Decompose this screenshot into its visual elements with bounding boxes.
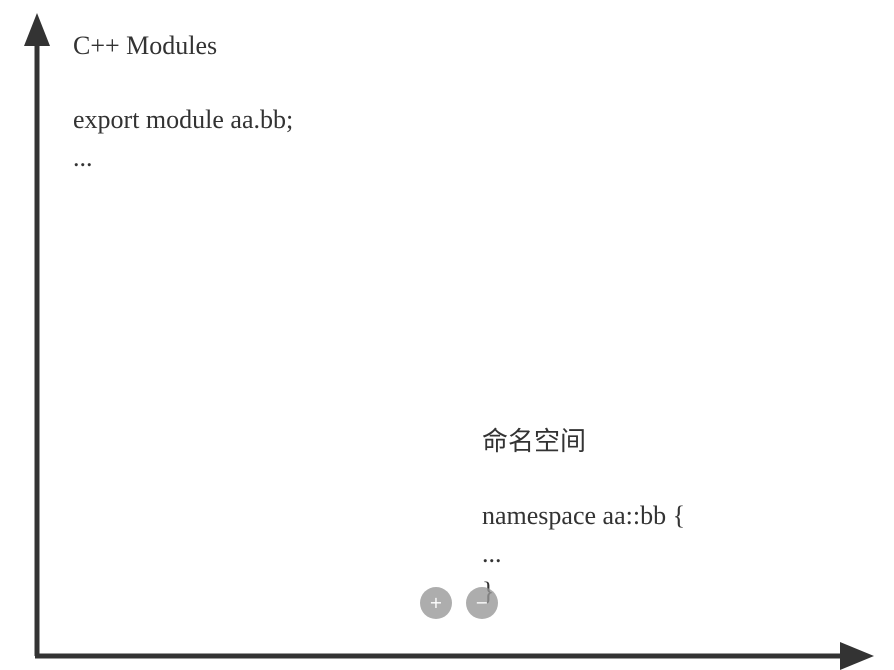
cpp-modules-ellipsis: ... bbox=[73, 143, 93, 172]
zoom-controls: + − bbox=[420, 587, 498, 619]
zoom-out-button[interactable]: − bbox=[466, 587, 498, 619]
cpp-modules-title: C++ Modules bbox=[73, 31, 218, 60]
namespace-title: 命名空间 bbox=[482, 427, 587, 456]
namespace-ellipsis: ... bbox=[482, 539, 502, 568]
y-axis-arrowhead bbox=[24, 13, 50, 46]
zoom-in-button[interactable]: + bbox=[420, 587, 452, 619]
spacer bbox=[482, 461, 685, 497]
cpp-modules-block: C++ Modules export module aa.bb; ... bbox=[73, 27, 293, 177]
x-axis-arrowhead bbox=[840, 642, 874, 670]
namespace-closing-brace: } bbox=[482, 573, 685, 611]
cpp-modules-code-line: export module aa.bb; bbox=[73, 105, 294, 134]
namespace-block: 命名空间 namespace aa::bb { ... } bbox=[482, 423, 685, 611]
namespace-code-line: namespace aa::bb { bbox=[482, 501, 686, 530]
spacer bbox=[73, 65, 293, 101]
